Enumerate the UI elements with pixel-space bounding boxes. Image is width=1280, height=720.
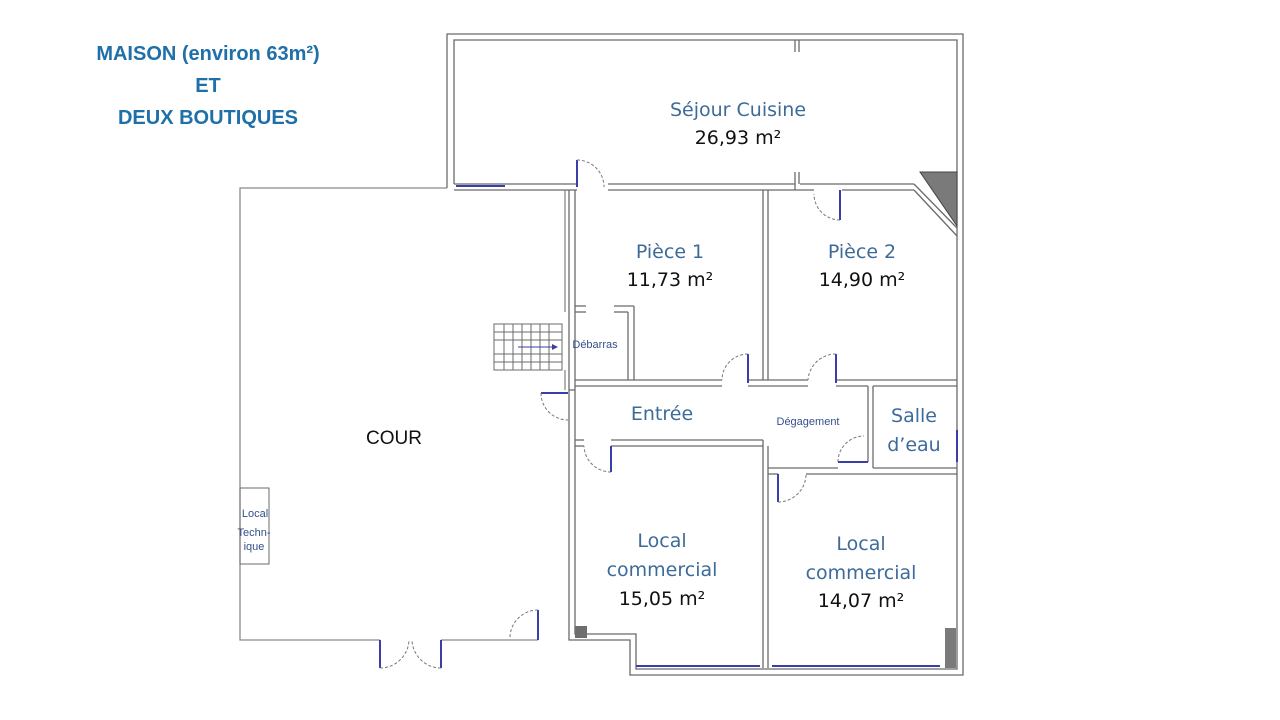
sejour-label: Séjour Cuisine bbox=[670, 99, 806, 121]
debarras-label: Débarras bbox=[572, 339, 618, 351]
local2-area: 14,07 m² bbox=[818, 590, 905, 612]
piece2-label: Pièce 2 bbox=[828, 241, 896, 263]
piece2-area: 14,90 m² bbox=[819, 269, 906, 291]
entree-label: Entrée bbox=[631, 403, 693, 425]
piece1-area: 11,73 m² bbox=[627, 269, 714, 291]
local2-label-1: Local bbox=[836, 533, 885, 555]
local-technique-box bbox=[239, 487, 270, 565]
plan-title: MAISON (environ 63m²) ET DEUX BOUTIQUES bbox=[28, 38, 388, 134]
title-line-3: DEUX BOUTIQUES bbox=[117, 107, 299, 129]
staircase bbox=[493, 323, 563, 371]
salle-eau-label-1: Salle bbox=[891, 405, 937, 427]
local1-label-1: Local bbox=[637, 530, 686, 552]
local-technique-label-1: Local bbox=[242, 508, 268, 520]
salle-eau-label-2: d’eau bbox=[887, 434, 940, 456]
local1-area: 15,05 m² bbox=[619, 588, 706, 610]
piece1-label: Pièce 1 bbox=[636, 241, 704, 263]
local-technique-label-2: Techn- bbox=[237, 527, 270, 539]
cour-label: COUR bbox=[366, 428, 422, 449]
title-line-1: MAISON (environ 63m²) bbox=[96, 43, 320, 65]
local2-label-2: commercial bbox=[806, 562, 917, 584]
door-swings bbox=[379, 159, 865, 669]
structural-posts bbox=[575, 171, 958, 668]
title-line-2: ET bbox=[195, 75, 221, 97]
courtyard-outline bbox=[239, 187, 566, 641]
degagement-label: Dégagement bbox=[777, 416, 840, 428]
local1-label-2: commercial bbox=[607, 559, 718, 581]
sejour-area: 26,93 m² bbox=[695, 127, 782, 149]
local-technique-label-3: ique bbox=[244, 541, 265, 553]
door-leaves bbox=[379, 160, 958, 668]
